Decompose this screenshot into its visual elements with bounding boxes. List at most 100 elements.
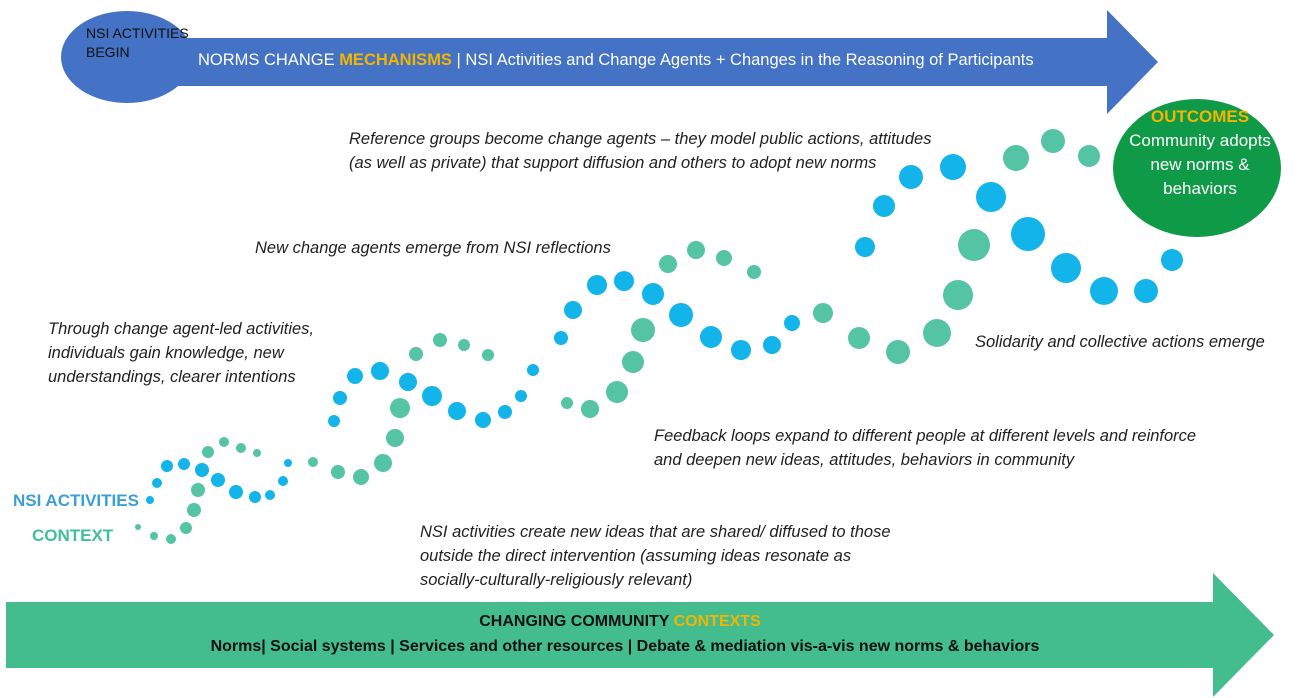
diffusion-dot [747,265,761,279]
diffusion-dot [146,496,154,504]
diffusion-dot [475,412,491,428]
diffusion-dot [731,340,751,360]
diffusion-dot [581,400,599,418]
diffusion-dot [642,283,664,305]
diffusion-dot [331,465,345,479]
diffusion-dot [564,301,582,319]
outcomes-heading: OUTCOMES [1150,107,1250,126]
diffusion-dot [873,195,895,217]
diffusion-dot [527,364,539,376]
diffusion-dot [308,457,318,467]
diffusion-dot [515,390,527,402]
diffusion-dot [328,415,340,427]
mechanisms-title: NORMS CHANGE MECHANISMS | NSI Activities… [198,51,1034,70]
contexts-subtitle: Norms| Social systems | Services and oth… [210,638,1040,655]
diffusion-dot [390,398,410,418]
diffusion-dot [1078,145,1100,167]
diffusion-dot [253,449,261,457]
diffusion-dot [448,402,466,420]
diffusion-dot [1051,253,1081,283]
diffusion-dot [333,391,347,405]
diffusion-dot [422,386,442,406]
diffusion-dot [1161,249,1183,271]
diffusion-dot [631,318,655,342]
diffusion-dot [784,315,800,331]
contexts-title-prefix: CHANGING COMMUNITY [479,613,670,630]
diffusion-dot [219,437,229,447]
diffusion-dot [278,476,288,486]
diffusion-dot [561,397,573,409]
diffusion-dot [587,275,607,295]
diffusion-dot [180,522,192,534]
outcomes-description: Community adopts new norms & behaviors [1129,131,1271,198]
diffusion-dot [161,460,173,472]
outcomes-circle [1113,99,1281,237]
diffusion-dot [554,331,568,345]
diffusion-dot [923,319,951,347]
start-bubble-label: NSI ACTIVITIES BEGIN [86,25,189,60]
diffusion-dot [886,340,910,364]
diffusion-dot [399,373,417,391]
diffusion-dot [976,182,1006,212]
diffusion-dot [498,405,512,419]
mechanisms-title-suffix: | NSI Activities and Change Agents + Cha… [456,51,1034,69]
diffusion-dot [353,469,369,485]
diffusion-dot [249,491,261,503]
diffusion-dot [458,339,470,351]
contexts-title-accent: CONTEXTS [673,613,761,630]
diffusion-dot [763,336,781,354]
diffusion-dot [1041,129,1065,153]
note-new-change-agents: New change agents emerge from NSI reflec… [255,239,611,257]
note-solidarity: Solidarity and collective actions emerge [975,333,1265,351]
diffusion-dot [622,351,644,373]
diffusion-dot [687,241,705,259]
diffusion-dot [1134,279,1158,303]
diffusion-dot [150,532,158,540]
note-through-activities: Through change agent-led activities, ind… [48,320,314,386]
diffusion-dot [940,154,966,180]
diffusion-dot [606,381,628,403]
diffusion-dot [958,229,990,261]
diffusion-dot [855,237,875,257]
diffusion-dot [659,255,677,273]
outcomes-text: OUTCOMES Community adopts new norms & be… [1120,105,1280,201]
mechanisms-arrow [175,10,1158,114]
diffusion-dot [669,303,693,327]
label-nsi-activities: NSI ACTIVITIES [13,491,139,510]
label-context: CONTEXT [32,526,114,545]
diffusion-dot [700,326,722,348]
diffusion-dot [409,347,423,361]
diffusion-dot [943,280,973,310]
diffusion-dot [848,327,870,349]
diffusion-dot [236,443,246,453]
diffusion-dot [716,250,732,266]
note-feedback-loops: Feedback loops expand to different peopl… [654,427,1197,469]
note-reference-groups: Reference groups become change agents – … [349,130,932,172]
diffusion-dot [284,459,292,467]
diffusion-dot [433,333,447,347]
diffusion-dot [195,463,209,477]
diffusion-dot [614,271,634,291]
contexts-title: CHANGING COMMUNITY CONTEXTS [0,613,1240,631]
diffusion-dot [1003,145,1029,171]
start-bubble [61,11,193,103]
diffusion-dot [178,458,190,470]
diffusion-dot [265,490,275,500]
diffusion-dot [202,446,214,458]
diffusion-dot [1090,277,1118,305]
diffusion-dot [152,478,162,488]
diffusion-dot [899,165,923,189]
diffusion-dot [813,303,833,323]
diffusion-dot [482,349,494,361]
mechanisms-title-prefix: NORMS CHANGE [198,51,335,69]
diffusion-dot [374,454,392,472]
diffusion-dot [1011,217,1045,251]
diffusion-dot [386,429,404,447]
diffusion-dot [187,503,201,517]
diffusion-dot [135,524,141,530]
diffusion-dot [371,362,389,380]
note-nsi-creates: NSI activities create new ideas that are… [420,523,891,589]
diffusion-dots [135,129,1183,544]
diffusion-dot [347,368,363,384]
